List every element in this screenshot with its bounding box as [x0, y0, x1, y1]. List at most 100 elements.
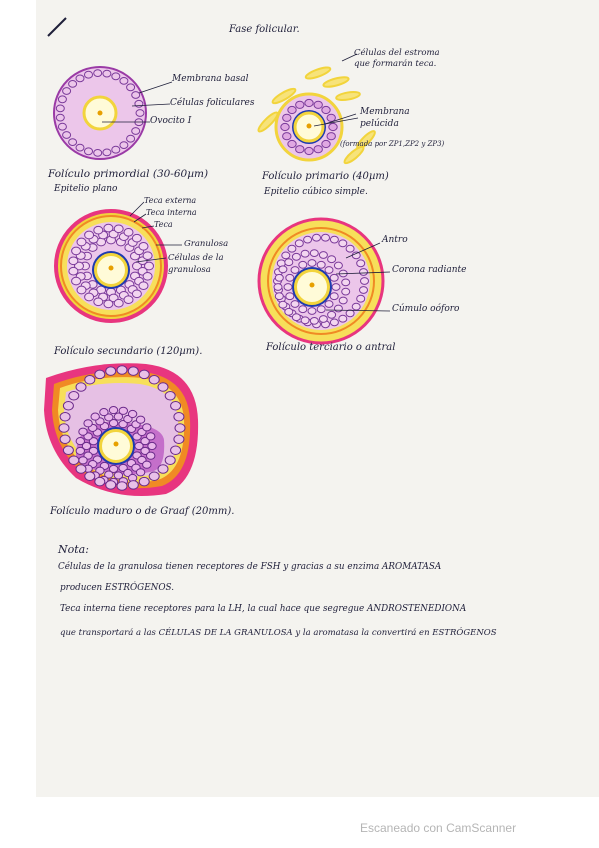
cell: [356, 294, 366, 303]
cell: [105, 366, 117, 376]
cell: [104, 470, 114, 479]
cell: [285, 273, 295, 282]
cell: [148, 375, 160, 385]
graafian-follicle: [44, 363, 199, 496]
caption-terciario: Folículo terciario o antral: [266, 342, 396, 353]
cell: [174, 423, 186, 433]
cell: [84, 292, 95, 302]
cell: [76, 285, 87, 295]
cell: [324, 300, 334, 308]
scanned-page: Fase folicular. Membrana basal Células f…: [36, 0, 599, 797]
cell: [103, 299, 114, 309]
cell: [284, 258, 294, 267]
cell: [62, 401, 74, 411]
cell: [329, 235, 339, 244]
secondary-follicle: [54, 201, 182, 323]
cell: [135, 468, 146, 477]
cell: [108, 464, 119, 473]
cell: [142, 460, 152, 469]
label-estroma: Células del estroma que formarán teca.: [354, 48, 440, 69]
sub-primordial: Epitelio plano: [54, 184, 118, 194]
cell: [71, 276, 82, 286]
cell: [282, 132, 292, 141]
cell: [351, 302, 361, 311]
cell: [298, 305, 308, 314]
cell: [291, 313, 301, 322]
label-ovocito: Ovocito I: [150, 116, 192, 126]
caption-maduro: Folículo maduro o de Graaf (20mm).: [50, 506, 235, 517]
scanner-footer: Escaneado con CamScanner: [0, 797, 599, 848]
cell: [138, 281, 149, 291]
cell: [99, 408, 109, 417]
cell: [345, 244, 355, 253]
cell: [321, 105, 331, 115]
cell: [157, 382, 169, 392]
cell: [309, 249, 319, 258]
cell: [321, 139, 331, 149]
label-teca-interna: Teca interna: [146, 208, 197, 217]
cell: [142, 251, 153, 261]
cell: [307, 259, 317, 267]
cell: [300, 316, 310, 325]
cell: [316, 260, 326, 269]
cell: [326, 113, 336, 122]
cell: [329, 273, 339, 282]
cell: [71, 246, 82, 256]
cell: [68, 455, 80, 465]
cell: [318, 251, 328, 259]
cell: [295, 145, 305, 154]
label-teca: Teca: [154, 220, 173, 229]
cell: [313, 145, 323, 154]
cell: [290, 300, 300, 308]
label-cumulo-ooforo: Cúmulo oóforo: [392, 304, 460, 314]
cell: [55, 104, 65, 113]
caption-secundario: Folículo secundario (120µm).: [54, 346, 203, 357]
granulosa-cells: [68, 223, 154, 309]
label-celulas-granulosa: Células de la granulosa: [168, 253, 224, 275]
cell: [131, 127, 141, 135]
granulosa-cells: [58, 365, 186, 491]
cell: [81, 441, 92, 451]
cell: [142, 423, 152, 432]
cell: [278, 265, 288, 274]
follicle-drawings: [44, 17, 391, 496]
cell: [126, 83, 136, 92]
page-title: Fase folicular.: [229, 24, 300, 35]
cell: [300, 249, 310, 258]
cell: [140, 446, 150, 455]
cell: [329, 292, 339, 301]
cell: [170, 445, 182, 455]
cell: [119, 77, 129, 85]
cell: [327, 310, 337, 319]
caption-primario: Folículo primario (40µm): [262, 171, 389, 182]
cell: [312, 233, 321, 242]
cell: [287, 105, 297, 115]
cell: [76, 237, 87, 247]
sub-primario: Epitelio cúbico simple.: [264, 187, 368, 197]
cell: [138, 476, 150, 487]
cell: [62, 445, 74, 455]
cell: [111, 72, 121, 81]
cell: [291, 252, 301, 261]
cell: [116, 481, 128, 491]
cell: [75, 446, 85, 455]
cell: [68, 138, 78, 147]
cell: [287, 139, 297, 149]
cell: [103, 223, 114, 233]
cell: [119, 141, 129, 150]
cell: [287, 244, 297, 253]
cell: [295, 100, 305, 109]
cell: [359, 286, 368, 294]
cell: [127, 366, 139, 376]
cell: [329, 318, 339, 327]
cell: [75, 464, 87, 474]
cell: [108, 419, 119, 428]
label-celulas-foliculares: Células foliculares: [170, 98, 255, 108]
cell: [123, 295, 134, 305]
caption-primordial: Folículo primordial (30-60µm): [48, 168, 209, 180]
cell: [142, 271, 153, 281]
cell: [57, 95, 67, 104]
cell: [359, 268, 368, 276]
cell: [280, 122, 290, 132]
cuboidal-cells: [280, 98, 338, 156]
